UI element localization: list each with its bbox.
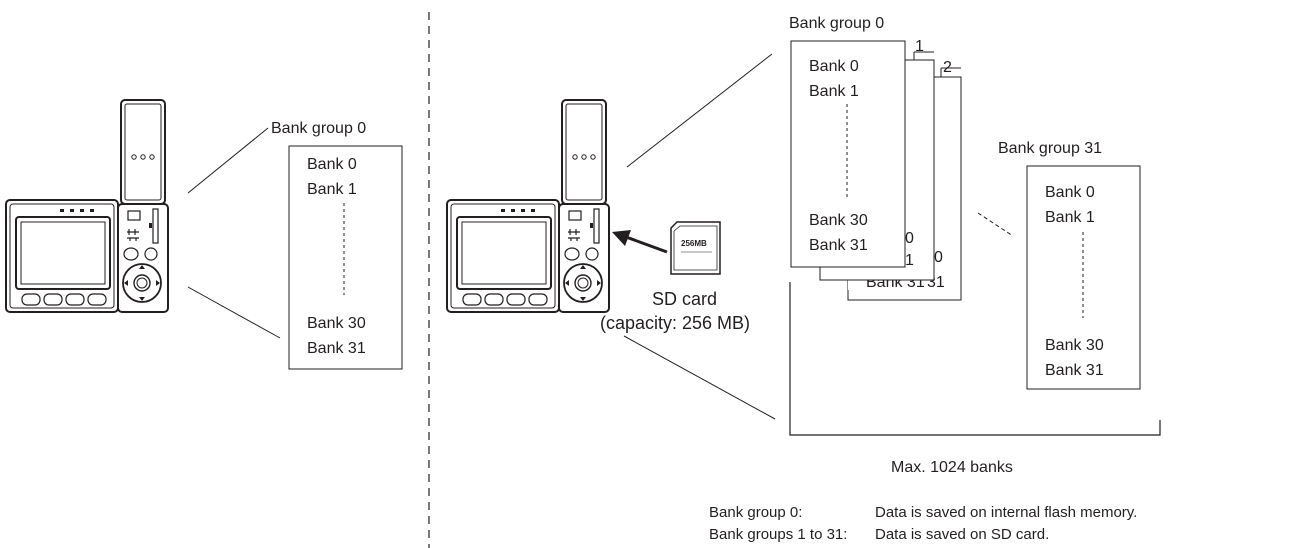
stack-group-label: Bank group 0 [789, 15, 884, 32]
bank-label: Bank 0 [307, 156, 357, 173]
left-bank-card [288, 145, 403, 370]
bank-label: Bank 30 [809, 212, 868, 229]
legend-key: Bank group 0: [709, 504, 802, 521]
peek-fragment: 0 [934, 249, 943, 266]
connector-line [623, 335, 776, 420]
insert-arrow [612, 230, 668, 254]
bracket-line [789, 282, 1161, 436]
bank-label: Bank 31 [307, 340, 366, 357]
connector-line [187, 127, 269, 194]
group31-bank-card [1026, 165, 1141, 390]
page-number: 2 [943, 59, 952, 76]
group31-label: Bank group 31 [998, 140, 1102, 157]
dashed-continuation-line [977, 212, 1014, 237]
bank-label: Bank 1 [307, 181, 357, 198]
bank-card-front [790, 40, 906, 268]
sd-card-capacity: (capacity: 256 MB) [600, 313, 750, 333]
bank-label: Bank 30 [1045, 337, 1104, 354]
bank-label: Bank 0 [1045, 184, 1095, 201]
controller-right-icon [446, 99, 610, 313]
bank-label: Bank 30 [307, 315, 366, 332]
connector-line [187, 286, 281, 339]
left-group-label: Bank group 0 [271, 120, 366, 137]
legend-value: Data is saved on SD card. [875, 526, 1049, 543]
peek-fragment: 0 [905, 230, 914, 247]
bank-label: Bank 0 [809, 58, 859, 75]
sd-card-text: 256MB [681, 239, 707, 248]
legend-key: Bank groups 1 to 31: [709, 526, 847, 543]
peek-fragment: 1 [905, 252, 914, 269]
bank-label: Bank 31 [1045, 362, 1104, 379]
sd-card-caption: SD card [652, 289, 717, 309]
max-banks-label: Max. 1024 banks [891, 459, 1013, 476]
controller-left-icon [5, 99, 169, 313]
sd-card-icon: 256MB [670, 221, 721, 275]
bank-label: Bank 31 [809, 237, 868, 254]
page-number: 1 [915, 38, 924, 55]
connector-line [626, 53, 773, 168]
bank-label: Bank 1 [1045, 209, 1095, 226]
bank-label: Bank 1 [809, 83, 859, 100]
legend-value: Data is saved on internal flash memory. [875, 504, 1137, 521]
